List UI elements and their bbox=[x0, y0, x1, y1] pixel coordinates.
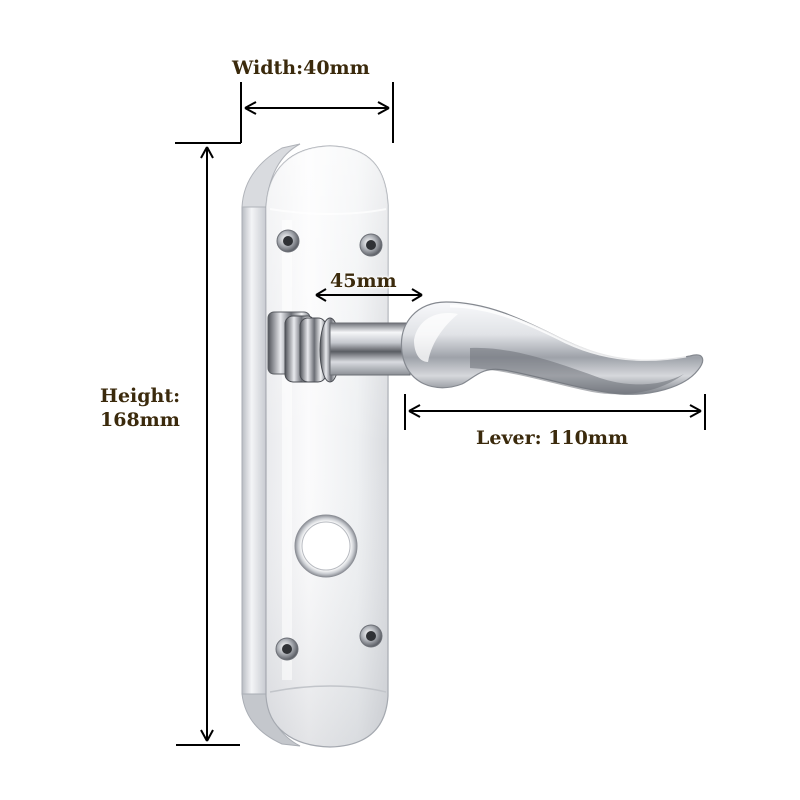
height-label-line2: 168mm bbox=[100, 409, 180, 431]
lever-neck bbox=[329, 322, 411, 376]
lever-length-label: Lever: 110mm bbox=[476, 427, 629, 449]
width-label: Width:40mm bbox=[232, 57, 370, 79]
height-label-line1: Height: bbox=[100, 385, 181, 407]
collar-dimension bbox=[315, 288, 423, 302]
backplate-edge bbox=[241, 206, 267, 695]
screw-bottom-right bbox=[359, 624, 383, 648]
lever-dimension bbox=[404, 394, 706, 430]
height-dimension bbox=[176, 146, 240, 746]
screw-bottom-left bbox=[275, 637, 299, 661]
height-label: Height: 168mm bbox=[100, 384, 180, 432]
width-dimension bbox=[175, 82, 394, 144]
lever-arm bbox=[400, 301, 704, 395]
backplate bbox=[241, 143, 389, 748]
keyhole bbox=[294, 514, 358, 578]
screw-top-left bbox=[276, 229, 300, 253]
collar-length-label: 45mm bbox=[330, 270, 397, 292]
screw-top-right bbox=[359, 233, 383, 257]
lever-collar bbox=[267, 311, 341, 383]
